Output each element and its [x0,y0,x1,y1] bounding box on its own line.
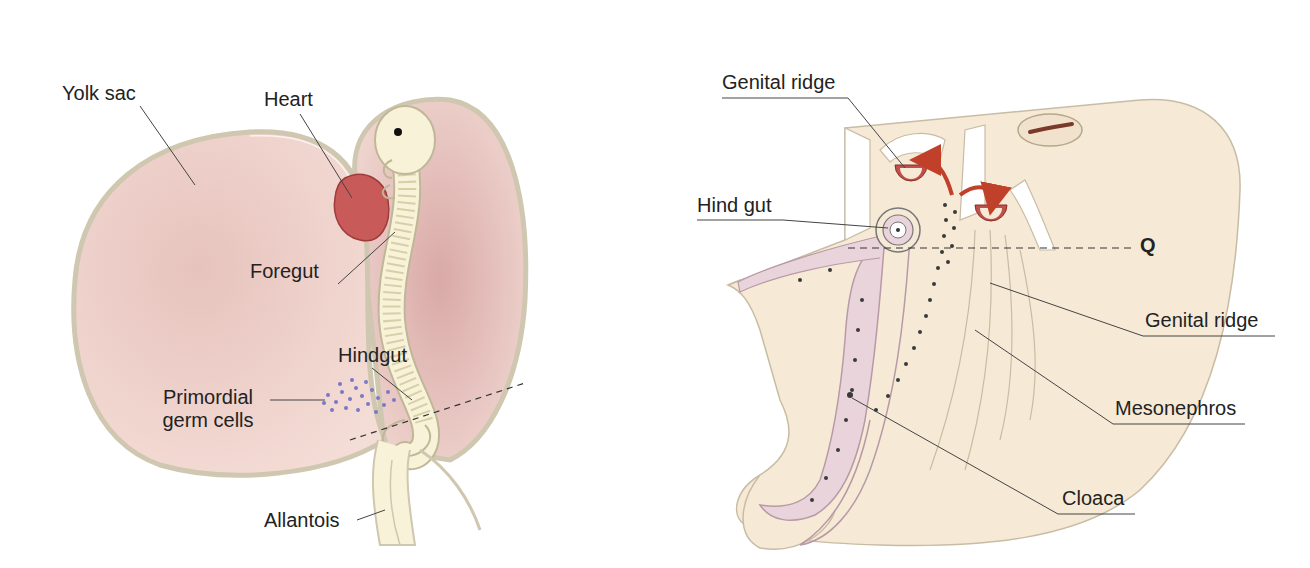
part-label: Foregut [250,260,319,283]
part-label: Hindgut [338,344,407,367]
part-label: Genital ridge [722,71,835,94]
part-label: Allantois [264,509,340,532]
section-letter: Q [1140,234,1156,257]
part-label: Mesonephros [1115,397,1236,420]
part-label: Genital ridge [1145,309,1258,332]
part-label: Yolk sac [62,82,136,105]
part-label: Hind gut [697,194,772,217]
part-label: Cloaca [1062,487,1124,510]
part-label: Heart [264,88,313,111]
part-label: Primordial germ cells [146,386,270,432]
